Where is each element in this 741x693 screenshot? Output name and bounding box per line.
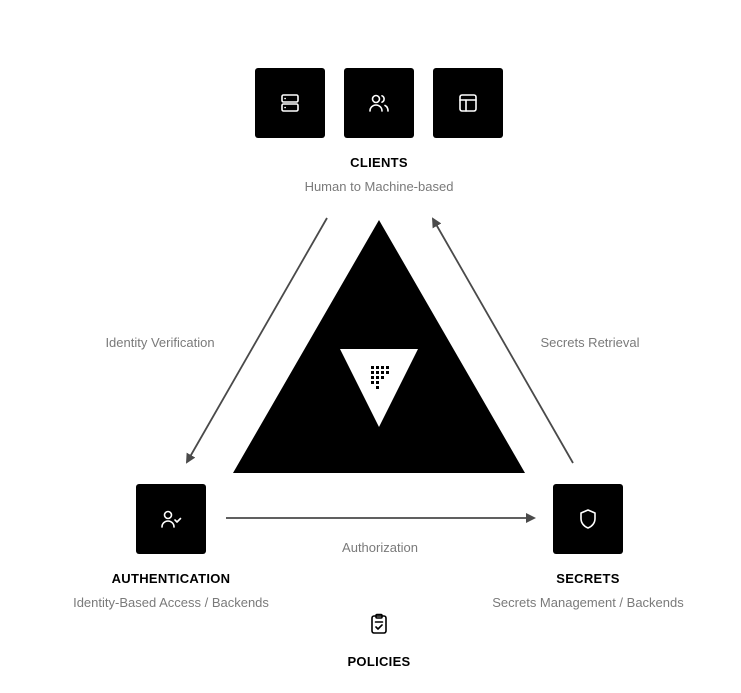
policies-title: POLICIES (347, 654, 411, 669)
user-check-icon (161, 510, 182, 528)
vault-logo-dots (371, 366, 389, 389)
client-server-box[interactable] (255, 68, 325, 138)
server-icon (281, 94, 299, 112)
client-users-box[interactable] (344, 68, 414, 138)
edge-label-authorization: Authorization (342, 540, 418, 555)
users-icon (369, 94, 389, 112)
layout-icon (459, 94, 477, 112)
clients-subtitle: Human to Machine-based (304, 179, 454, 194)
shield-icon (580, 509, 596, 529)
secrets-title: SECRETS (556, 571, 620, 586)
authentication-box[interactable] (136, 484, 206, 554)
secrets-subtitle: Secrets Management / Backends (492, 595, 684, 610)
clients-title: CLIENTS (350, 155, 408, 170)
clipboard-check-icon (371, 613, 387, 634)
arrow-secrets-retrieval (432, 217, 574, 464)
authentication-subtitle: Identity-Based Access / Backends (73, 595, 269, 610)
arrow-identity-verification (186, 217, 328, 464)
edge-label-secrets-retrieval: Secrets Retrieval (540, 335, 640, 350)
authentication-title: AUTHENTICATION (111, 571, 231, 586)
center-triangle (233, 220, 525, 473)
edge-label-identity-verification: Identity Verification (105, 335, 215, 350)
client-layout-box[interactable] (433, 68, 503, 138)
secrets-box[interactable] (553, 484, 623, 554)
